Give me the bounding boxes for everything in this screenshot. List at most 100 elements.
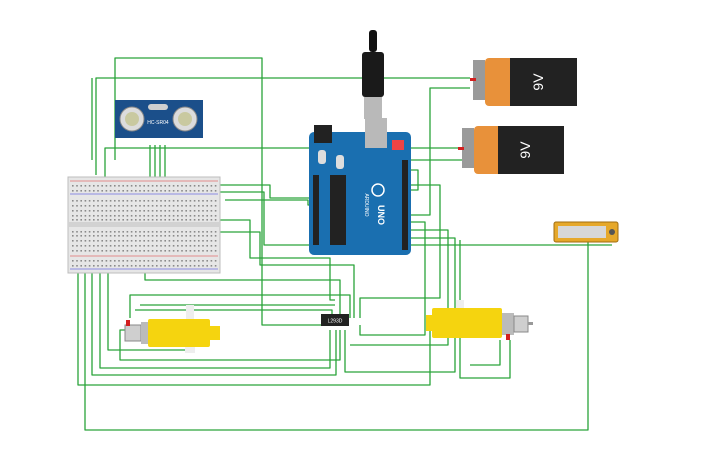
breadboard-hole xyxy=(193,205,196,207)
breadboard-hole xyxy=(76,200,78,202)
breadboard-hole xyxy=(114,250,116,252)
breadboard-hole xyxy=(147,260,150,262)
breadboard-hole xyxy=(206,200,208,202)
breadboard-hole xyxy=(101,235,103,237)
breadboard-hole xyxy=(72,185,74,187)
breadboard-hole xyxy=(189,215,192,217)
breadboard-hole xyxy=(139,231,141,233)
breadboard-hole xyxy=(198,200,200,202)
breadboard-hole xyxy=(198,219,200,221)
breadboard-hole xyxy=(84,265,87,267)
motor-driver[interactable]: L293D xyxy=(321,314,349,326)
breadboard-hole xyxy=(130,215,133,217)
arduino-model: UNO xyxy=(376,205,386,225)
breadboard-hole xyxy=(198,185,200,187)
breadboard-hole xyxy=(80,200,82,202)
breadboard-hole xyxy=(118,235,120,237)
motor-left[interactable] xyxy=(124,305,220,353)
battery-connector xyxy=(473,60,485,100)
breadboard-hole xyxy=(147,215,150,217)
breadboard-hole xyxy=(114,235,116,237)
breadboard-hole xyxy=(118,200,120,202)
breadboard-hole xyxy=(72,219,74,221)
breadboard-hole xyxy=(164,185,166,187)
breadboard-hole xyxy=(135,190,137,192)
arduino-analog-header xyxy=(313,175,319,245)
breadboard-hole xyxy=(76,190,78,192)
motor-shaft xyxy=(456,300,464,308)
breadboard-hole xyxy=(151,260,154,262)
battery-bottom[interactable]: 9V xyxy=(458,126,564,174)
breadboard-hole xyxy=(139,215,141,217)
reset-button[interactable] xyxy=(392,140,404,150)
breadboard-hole xyxy=(168,235,171,237)
breadboard[interactable] xyxy=(67,176,221,274)
ultrasonic-sensor[interactable]: HC-SR04 xyxy=(115,100,203,138)
breadboard-hole xyxy=(105,185,108,187)
breadboard-hole xyxy=(139,260,141,262)
motor-right[interactable] xyxy=(426,300,533,340)
breadboard-hole xyxy=(114,215,116,217)
breadboard-hole xyxy=(177,231,179,233)
breadboard-hole xyxy=(93,210,95,212)
breadboard-hole xyxy=(206,215,208,217)
wire xyxy=(215,191,612,246)
breadboard-hole xyxy=(193,219,196,221)
breadboard-channel xyxy=(68,222,220,227)
breadboard-hole xyxy=(206,210,208,212)
slider-knob[interactable] xyxy=(609,229,615,235)
breadboard-hole xyxy=(172,245,175,247)
breadboard-hole xyxy=(206,245,208,247)
breadboard-hole xyxy=(160,210,162,212)
breadboard-hole xyxy=(97,235,99,237)
slider-track[interactable] xyxy=(558,226,606,238)
breadboard-hole xyxy=(105,260,108,262)
breadboard-hole xyxy=(202,219,204,221)
breadboard-hole xyxy=(160,219,162,221)
breadboard-hole xyxy=(118,215,120,217)
breadboard-hole xyxy=(202,231,204,233)
breadboard-hole xyxy=(93,200,95,202)
breadboard-hole xyxy=(88,219,91,221)
breadboard-hole xyxy=(147,185,150,187)
breadboard-hole xyxy=(139,250,141,252)
breadboard-hole xyxy=(101,185,103,187)
breadboard-hole xyxy=(130,245,133,247)
breadboard-hole xyxy=(202,215,204,217)
breadboard-hole xyxy=(156,265,158,267)
breadboard-hole xyxy=(147,219,150,221)
breadboard-hole xyxy=(202,260,204,262)
breadboard-hole xyxy=(143,205,145,207)
breadboard-hole xyxy=(101,190,103,192)
slide-potentiometer[interactable] xyxy=(553,221,619,243)
breadboard-hole xyxy=(105,219,108,221)
breadboard-hole xyxy=(84,200,87,202)
wire xyxy=(114,57,335,326)
motor-gearbox xyxy=(148,319,210,347)
breadboard-hole xyxy=(210,240,213,242)
breadboard-hole xyxy=(164,215,166,217)
breadboard-hole xyxy=(151,240,154,242)
breadboard-hole xyxy=(76,205,78,207)
battery-top[interactable]: 9V xyxy=(470,58,577,106)
breadboard-hole xyxy=(126,235,129,237)
breadboard-hole xyxy=(76,185,78,187)
breadboard-hole xyxy=(202,190,204,192)
breadboard-hole xyxy=(151,245,154,247)
breadboard-hole xyxy=(181,185,183,187)
breadboard-hole xyxy=(177,215,179,217)
breadboard-hole xyxy=(118,265,120,267)
motor-can xyxy=(141,322,151,344)
breadboard-hole xyxy=(72,245,74,247)
arduino-uno[interactable]: UNO ARDUINO xyxy=(309,118,411,255)
breadboard-hole xyxy=(214,245,217,247)
breadboard-hole xyxy=(72,190,74,192)
breadboard-hole xyxy=(72,205,74,207)
breadboard-hole xyxy=(214,235,217,237)
sensor-label: HC-SR04 xyxy=(147,120,169,126)
breadboard-hole xyxy=(101,200,103,202)
breadboard-hole xyxy=(181,215,183,217)
breadboard-hole xyxy=(177,210,179,212)
breadboard-hole xyxy=(135,205,137,207)
breadboard-hole xyxy=(172,200,175,202)
